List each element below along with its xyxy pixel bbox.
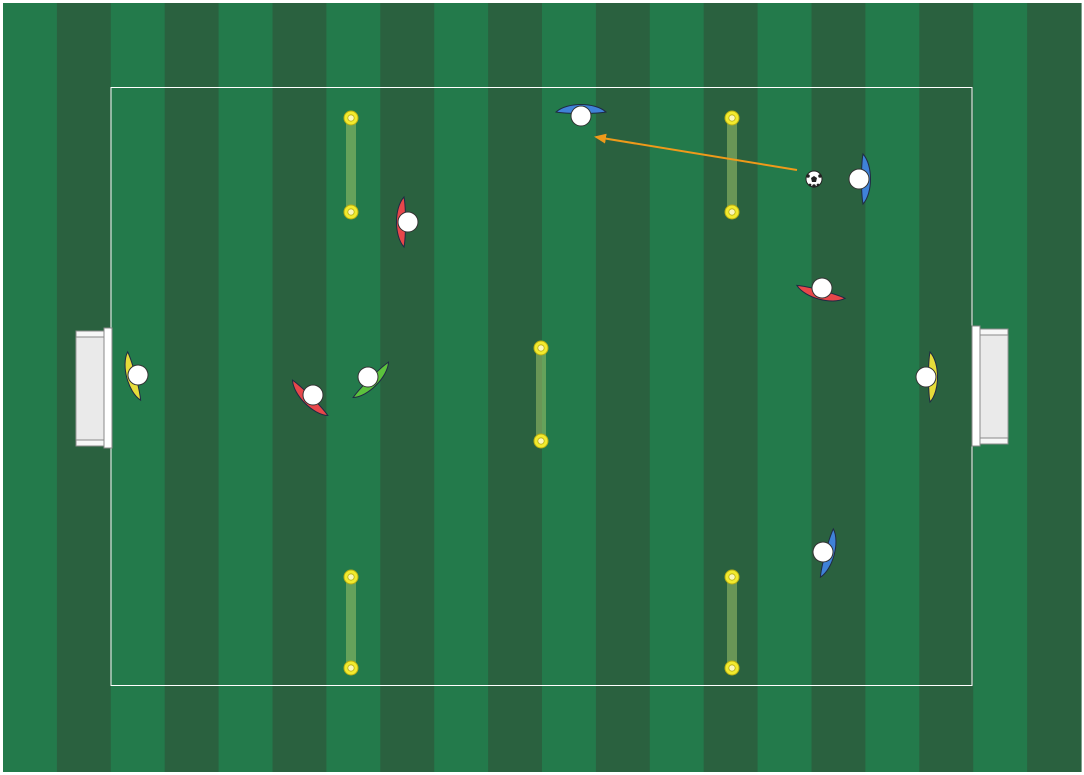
cone-gate-center [533, 340, 549, 449]
goals [75, 325, 1009, 449]
pitch-stripe [164, 3, 220, 772]
gate-line [727, 118, 737, 212]
cone-icon [724, 110, 740, 126]
pitch-stripe [488, 3, 543, 772]
player-head-icon [848, 168, 870, 190]
pitch-stripe [3, 3, 58, 772]
cone-icon [343, 569, 359, 585]
pitch-stripe [542, 3, 597, 772]
player-blue-top-center [554, 104, 608, 127]
gate-line [346, 118, 356, 212]
cone-gate-bottom-left [343, 569, 359, 676]
cone-gate-bottom-right [724, 569, 740, 676]
player-head-icon [812, 541, 834, 563]
goal-side-bar [979, 437, 1009, 445]
goal-net [75, 330, 105, 447]
gate-line [536, 348, 546, 441]
player-yellow-right-gk [915, 350, 938, 404]
player-head-icon [127, 364, 149, 386]
pitch-stripe [218, 3, 274, 772]
player-blue-bottom-right [812, 527, 837, 579]
pitch-stripe [434, 3, 489, 772]
player-head-icon [915, 366, 937, 388]
goal-left [75, 327, 113, 449]
pitch-stripe [1027, 3, 1082, 772]
player-head-icon [811, 277, 833, 299]
goal-side-bar [75, 439, 105, 447]
soccer-ball-icon [805, 170, 823, 188]
player-red-top-left [396, 195, 419, 249]
ball-layer [805, 170, 823, 188]
player-head-icon [570, 105, 592, 127]
player-green-left-mid [352, 361, 390, 399]
gate-line [727, 577, 737, 668]
goal-post [971, 325, 981, 447]
player-red-right [795, 277, 847, 302]
pitch-stripe [649, 3, 705, 772]
players [124, 104, 938, 579]
cone-gate-top-right [724, 110, 740, 220]
player-yellow-left-gk [124, 350, 149, 402]
player-head-icon [397, 211, 419, 233]
player-blue-top-right [848, 152, 871, 206]
pass-arrow-layer [594, 133, 798, 171]
cone-icon [724, 660, 740, 676]
cone-icon [343, 110, 359, 126]
pitch-stripe [811, 3, 866, 772]
cone-icon [343, 660, 359, 676]
player-head-icon [357, 366, 379, 388]
player-head-icon [302, 384, 324, 406]
cone-icon [724, 569, 740, 585]
pitch-stripe [595, 3, 651, 772]
goal-right [971, 325, 1009, 447]
player-red-left-mid [291, 379, 329, 417]
cone-gate-top-left [343, 110, 359, 220]
pass-arrow [594, 133, 798, 171]
goal-side-bar [75, 330, 105, 338]
pitch-stripe [380, 3, 435, 772]
goal-side-bar [979, 328, 1009, 336]
pitch-stripe [757, 3, 813, 772]
pitch-stripe [919, 3, 974, 772]
cone-icon [533, 433, 549, 449]
pitch-stripe [865, 3, 920, 772]
goal-post [103, 327, 113, 449]
cone-icon [343, 204, 359, 220]
cone-icon [533, 340, 549, 356]
gate-line [346, 577, 356, 668]
goal-net [979, 328, 1009, 445]
cone-gates [343, 110, 740, 676]
cone-icon [724, 204, 740, 220]
